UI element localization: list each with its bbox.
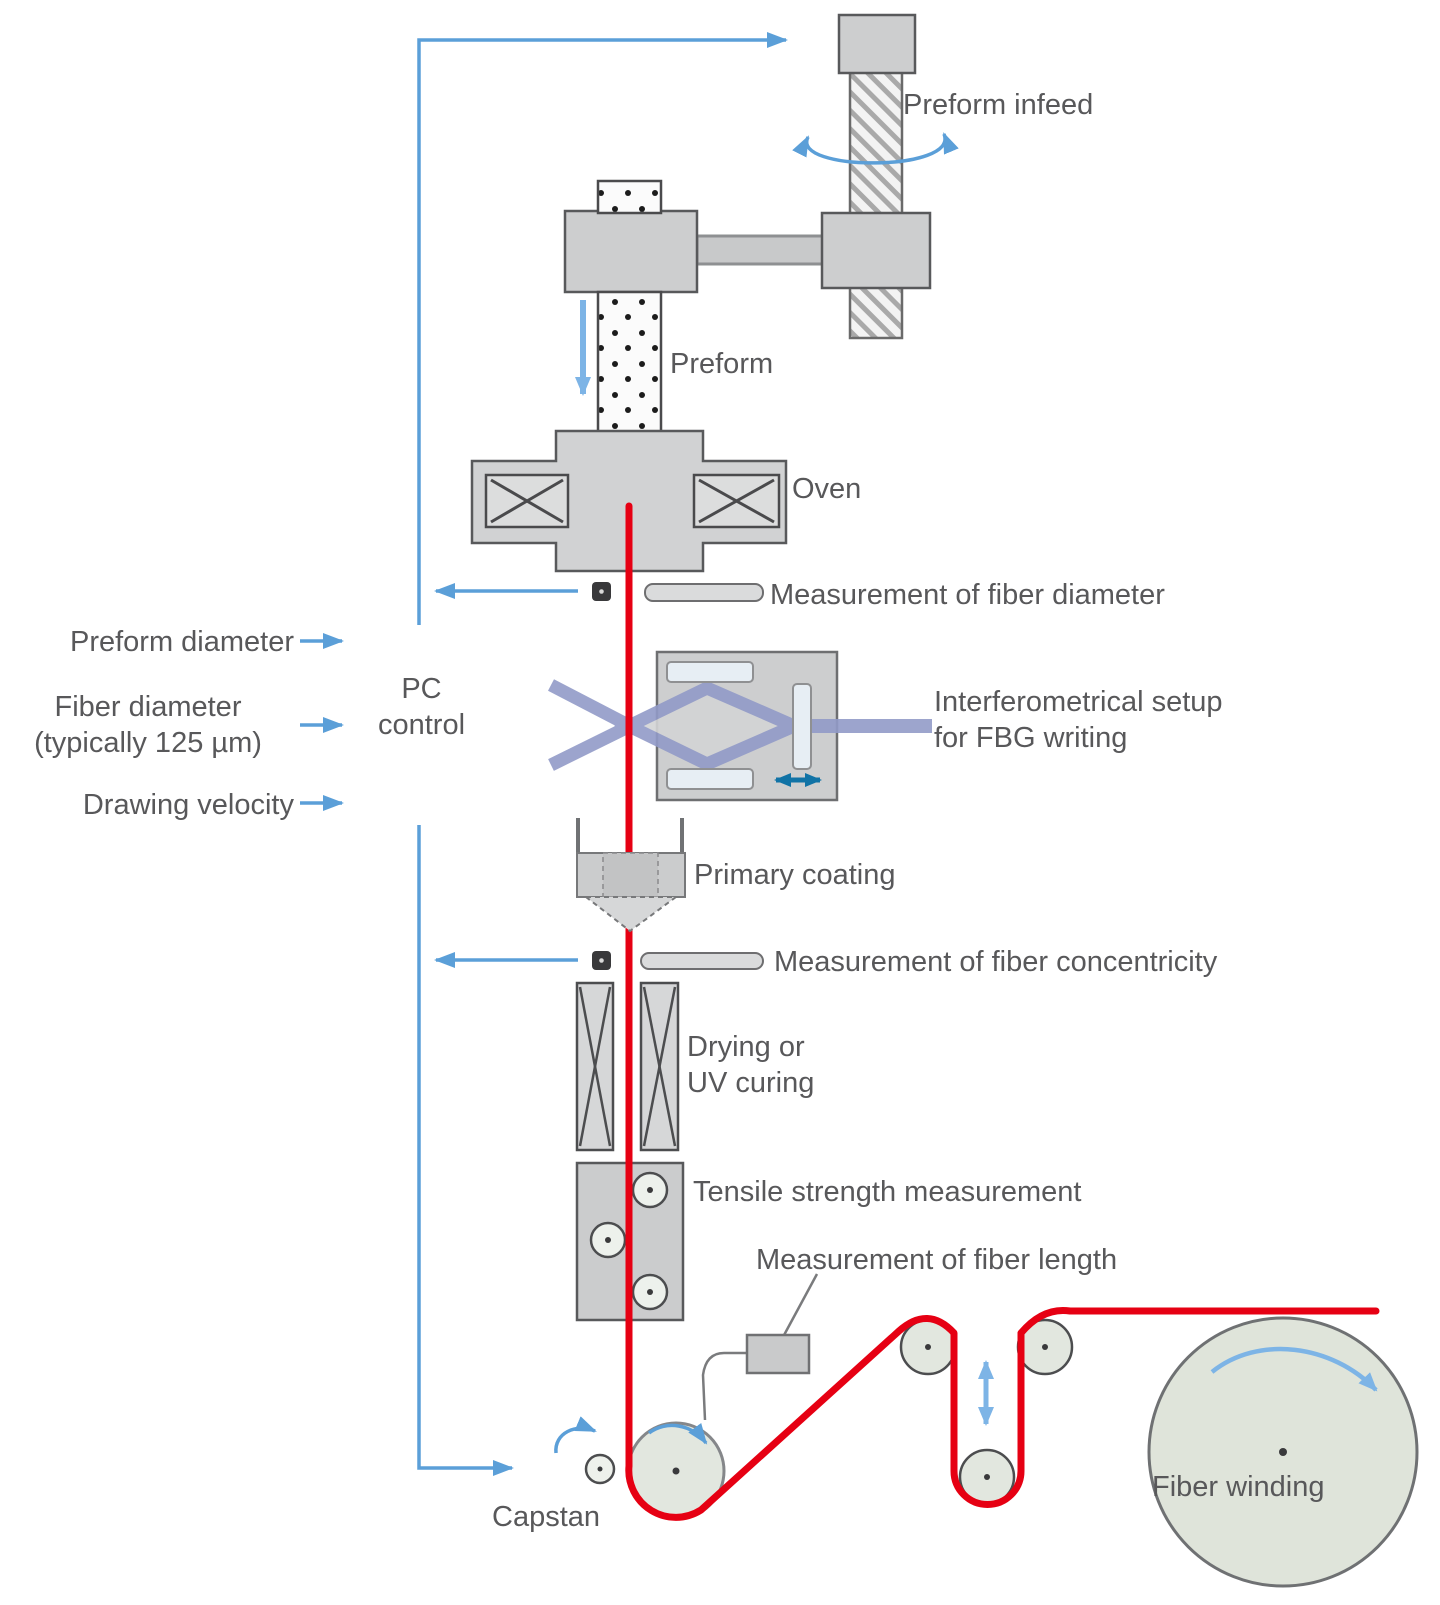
fiber-length-sensor xyxy=(701,1273,819,1421)
oven-assembly xyxy=(470,429,788,573)
mirror-right xyxy=(792,683,812,770)
label-tensile-strength: Tensile strength measurement xyxy=(693,1176,1082,1208)
preform-infeed-assembly xyxy=(563,13,932,340)
label-measurement-fiber-diameter: Measurement of fiber diameter xyxy=(770,579,1165,611)
pinch-pulley-rotation-arrow xyxy=(554,1416,597,1454)
mirror-bottom xyxy=(666,768,754,790)
label-preform-diameter: Preform diameter xyxy=(69,626,294,658)
sensor-bar xyxy=(640,952,764,970)
screw-rotation-arrow xyxy=(792,132,959,165)
dancer-pulley-assembly xyxy=(899,1318,1074,1506)
connecting-rod xyxy=(695,234,827,266)
label-interferometer: Interferometrical setup for FBG writing xyxy=(934,686,1223,754)
primary-coating-die xyxy=(576,852,686,933)
label-primary-coating: Primary coating xyxy=(694,859,896,891)
mirrors xyxy=(666,661,812,790)
screw-carriage-block xyxy=(820,211,932,290)
label-drying-uv-curing: Drying or UV curing xyxy=(687,1031,815,1099)
heater-coil-left xyxy=(484,473,570,529)
control-line-to-capstan xyxy=(417,825,514,1476)
mirror-top xyxy=(666,661,754,683)
label-preform: Preform xyxy=(670,348,774,380)
label-capstan: Capstan xyxy=(492,1501,601,1533)
preform-clamp-block xyxy=(563,209,699,294)
fiber-winding-drum xyxy=(1147,1316,1419,1588)
label-measurement-fiber-length: Measurement of fiber length xyxy=(756,1244,1118,1276)
screw-rod-lower xyxy=(848,284,904,340)
pc-control-lines xyxy=(300,32,788,1476)
label-measurement-fiber-concentricity: Measurement of fiber concentricity xyxy=(774,946,1218,978)
sensor-bar xyxy=(644,583,764,602)
label-fiber-winding: Fiber winding xyxy=(1152,1471,1325,1503)
screw-rod-upper xyxy=(848,69,904,219)
label-fiber-diameter: Fiber diameter (typically 125 µm) xyxy=(34,691,262,759)
label-oven: Oven xyxy=(792,473,862,505)
capstan-assembly xyxy=(584,1421,726,1521)
label-pc-control: PC control xyxy=(377,673,466,741)
fiber-concentricity-sensor xyxy=(592,951,764,970)
screw-cap-block xyxy=(837,13,917,75)
preform-top-stub xyxy=(596,179,663,215)
control-line-to-infeed xyxy=(417,32,788,625)
capstan-rotation-arrow xyxy=(647,1422,708,1445)
drawn-fiber-path xyxy=(625,502,1380,1521)
oven-body xyxy=(470,429,788,573)
label-drawing-velocity: Drawing velocity xyxy=(82,789,294,821)
fiber-diameter-sensor xyxy=(592,582,764,602)
label-preform-infeed: Preform infeed xyxy=(903,89,1094,121)
primary-coating-applicator xyxy=(576,818,684,856)
interferometer-box xyxy=(548,650,932,802)
drum-rotation-arrow xyxy=(1210,1346,1378,1392)
heater-coil-right xyxy=(692,473,781,529)
uv-laser-beam xyxy=(548,679,932,772)
drying-uv-curing-unit xyxy=(575,981,680,1152)
